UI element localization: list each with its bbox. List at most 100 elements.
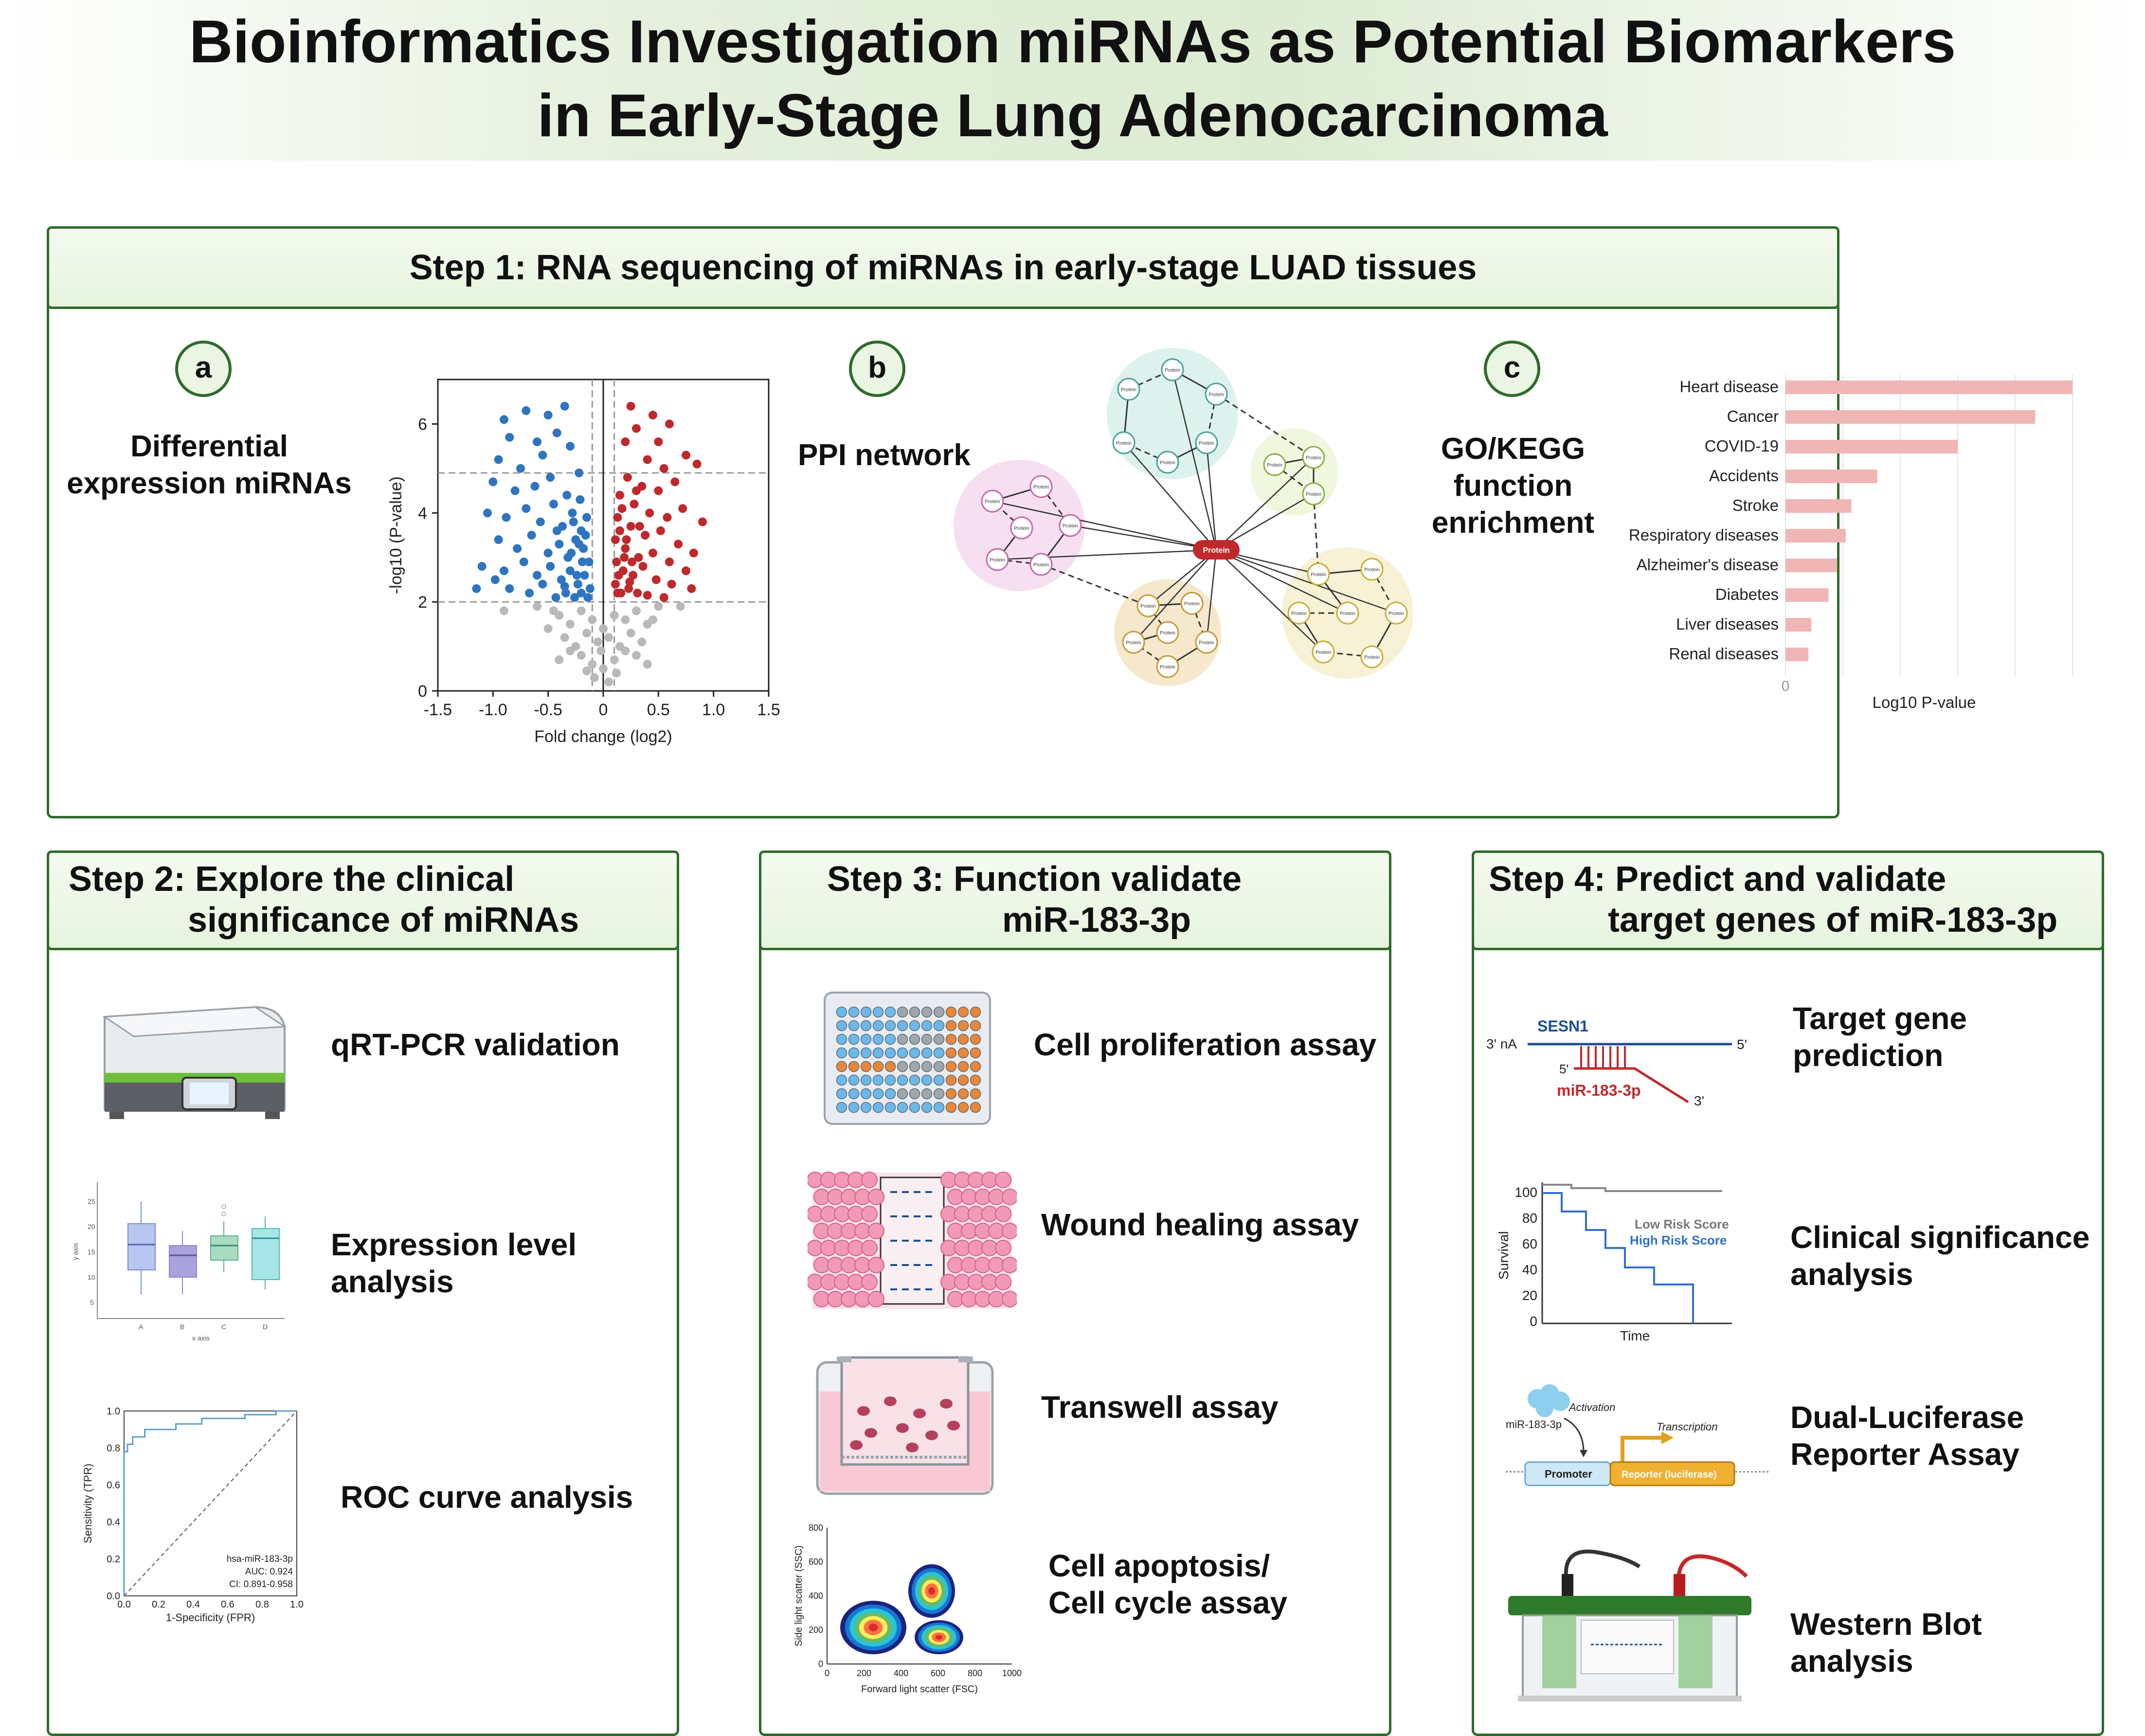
x-axis-label: Fold change (log2) <box>534 727 672 746</box>
ns-point <box>621 646 630 655</box>
well <box>872 1020 884 1031</box>
ns-point <box>604 633 613 642</box>
well <box>921 1088 933 1100</box>
up-point <box>612 557 621 566</box>
well <box>884 1020 896 1031</box>
down-point <box>472 584 481 593</box>
y-axis-label: Sensitivity (TPR) <box>82 1464 94 1543</box>
well <box>884 1047 896 1059</box>
well <box>848 1102 860 1113</box>
panel-b-label: PPI network <box>798 438 971 472</box>
protein-node <box>1156 655 1179 678</box>
enrichment-bar <box>1785 618 1812 632</box>
category-label: Diabetes <box>1715 585 1779 603</box>
x-tick-label: 1000 <box>1002 1668 1022 1678</box>
protein-node-label: Protein <box>1208 392 1224 398</box>
svg-text:SESN1: SESN1 <box>1537 1017 1588 1035</box>
up-point <box>615 490 624 500</box>
well <box>921 1061 933 1072</box>
down-point <box>536 517 545 526</box>
up-point <box>613 513 622 522</box>
qpcr-label: qRT-PCR validation <box>331 1027 620 1062</box>
well <box>945 1088 957 1100</box>
x-tick-label: 1.5 <box>757 701 780 719</box>
y-axis-label: Side light scatter (SSC) <box>793 1545 804 1646</box>
ns-point <box>588 660 597 669</box>
up-point <box>621 544 630 553</box>
protein-cluster <box>1250 428 1338 516</box>
protein-node <box>1195 431 1218 454</box>
x-tick-label: 0 <box>599 701 608 719</box>
well <box>957 1074 969 1086</box>
well <box>860 1047 872 1059</box>
ns-point <box>543 624 553 633</box>
protein-node <box>1205 382 1228 406</box>
up-point <box>689 548 698 558</box>
protein-node-label: Protein <box>1199 441 1214 446</box>
transwell-label: Transwell assay <box>1041 1390 1279 1425</box>
down-point <box>546 562 555 571</box>
down-point <box>566 566 575 576</box>
category-label: Heart disease <box>1679 378 1779 396</box>
cross-edge <box>1313 493 1319 575</box>
hub-protein-node <box>1193 540 1240 560</box>
svg-text:0: 0 <box>1530 1314 1537 1329</box>
event-density <box>935 1635 943 1640</box>
enrichment-bar <box>1785 470 1877 483</box>
protein-node-label: Protein <box>1160 631 1175 636</box>
down-point <box>555 540 564 549</box>
cell <box>1002 1189 1017 1205</box>
luciferase-illustration: miR-183-3p Activation Transcription Prom… <box>1506 1384 1768 1486</box>
ns-point <box>676 602 685 611</box>
up-point <box>649 548 657 558</box>
svg-text:miR-183-3p: miR-183-3p <box>1506 1418 1562 1430</box>
down-point <box>522 406 531 415</box>
well <box>945 1033 957 1045</box>
down-point <box>513 544 522 553</box>
y-tick-label: 0.2 <box>107 1554 120 1565</box>
protein-node-label: Protein <box>1121 387 1136 393</box>
down-point <box>580 571 589 580</box>
ns-point <box>654 602 663 611</box>
up-point <box>654 486 663 495</box>
step1-header: Step 1: RNA sequencing of miRNAs in earl… <box>47 226 1839 309</box>
x-tick-label: 0.2 <box>152 1599 165 1610</box>
cell <box>1002 1223 1017 1239</box>
up-point <box>617 504 627 513</box>
y-tick-label: 400 <box>809 1591 823 1601</box>
hub-edge <box>1216 457 1314 550</box>
well <box>860 1088 872 1100</box>
step4-header: Step 4: Predict and validate target gene… <box>1472 850 2104 950</box>
ns-point <box>621 615 630 624</box>
roc-line <box>123 1410 297 1596</box>
target-binding-illustration: SESN1 3' nA 5' 5' miR-183-3p 3' <box>1486 1017 1747 1108</box>
well <box>848 1033 860 1045</box>
wound-healing-illustration <box>808 1172 1017 1309</box>
protein-node-label: Protein <box>1184 601 1200 607</box>
down-point <box>538 579 547 589</box>
transwell-illustration <box>816 1356 994 1495</box>
up-point <box>649 411 657 420</box>
svg-text:20: 20 <box>88 1223 95 1230</box>
up-point <box>614 571 623 580</box>
x-tick-label: -1.0 <box>479 701 507 719</box>
wound-gap <box>880 1176 945 1305</box>
roc-legend-text: CI: 0.891-0.958 <box>229 1579 293 1590</box>
protein-node-label: Protein <box>1306 455 1321 461</box>
well <box>921 1047 933 1059</box>
cell <box>995 1206 1011 1222</box>
hub-edge <box>1216 549 1348 614</box>
ns-point <box>560 633 569 642</box>
protein-node-label: Protein <box>1116 441 1132 446</box>
up-point <box>698 517 707 526</box>
protein-node-label: Protein <box>1340 611 1355 616</box>
svg-text:D: D <box>263 1323 268 1331</box>
down-point <box>570 593 579 602</box>
x-tick-label: 400 <box>894 1668 908 1678</box>
up-point <box>621 437 630 446</box>
ns-point <box>590 673 599 682</box>
down-point <box>568 508 577 518</box>
y-tick-label: 0 <box>818 1659 823 1669</box>
panel-c-badge: c <box>1484 341 1540 397</box>
cell <box>861 1274 878 1290</box>
